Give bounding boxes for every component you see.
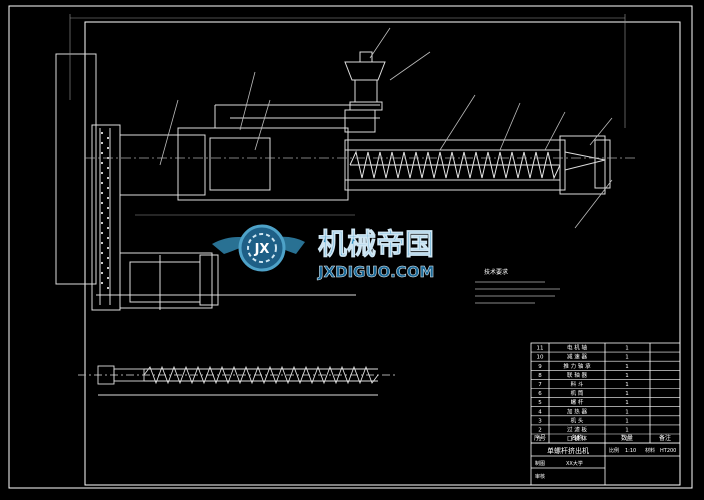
material-value: HT200 bbox=[660, 448, 676, 454]
tech-requirements-title: 技术要求 bbox=[484, 268, 508, 276]
bom-row-qty: 1 bbox=[625, 418, 629, 424]
watermark-brand-cn: 机械帝国 bbox=[318, 227, 434, 261]
bom-row-qty: 1 bbox=[625, 382, 629, 388]
drawing-title: 单螺杆挤出机 bbox=[547, 446, 589, 455]
bom-row-name: 推 力 轴 承 bbox=[563, 362, 591, 370]
logo-letters: JX bbox=[254, 242, 270, 257]
bom-row-name: 减 速 器 bbox=[567, 353, 587, 361]
watermark-brand-en: JXDIGUO.COM bbox=[317, 263, 434, 281]
bom-row-name: 口 模 体 bbox=[567, 435, 587, 443]
watermark-logo: JX bbox=[212, 224, 305, 272]
drawn-by-label: 制图 bbox=[535, 460, 545, 467]
dimension-lines bbox=[69, 14, 626, 216]
bom-row-qty: 1 bbox=[625, 409, 629, 415]
bom-header-name: 名称 bbox=[571, 434, 583, 442]
bom-row-no: 3 bbox=[538, 418, 542, 424]
scale-label: 比例 bbox=[609, 447, 619, 454]
bom-row-name: 联 轴 器 bbox=[567, 371, 587, 379]
bom-row-name: 料 斗 bbox=[571, 380, 584, 388]
bom-row-no: 1 bbox=[538, 437, 542, 443]
bom-row-name: 螺 杆 bbox=[571, 398, 584, 406]
bom-row-no: 9 bbox=[538, 364, 542, 370]
bom-row-no: 7 bbox=[538, 382, 542, 388]
screw-detail-view bbox=[78, 365, 395, 396]
bom-row-name: 过 滤 板 bbox=[567, 426, 587, 434]
bom-row-no: 11 bbox=[537, 346, 544, 352]
bom-row-no: 2 bbox=[538, 428, 542, 434]
bom-row-qty: 1 bbox=[625, 428, 629, 434]
organization: XX大学 bbox=[566, 460, 583, 467]
drawing-frame bbox=[8, 5, 693, 489]
scale-value: 1:10 bbox=[625, 448, 636, 454]
bom-row-qty: 1 bbox=[625, 355, 629, 361]
bom-row-name: 机 头 bbox=[571, 416, 584, 424]
leader-lines bbox=[159, 27, 613, 229]
chain-links bbox=[101, 132, 109, 289]
screw-flights bbox=[349, 150, 561, 180]
bom-header-qty: 数量 bbox=[621, 434, 633, 442]
bom-header-remark: 备注 bbox=[659, 434, 671, 442]
bom-row-name: 机 筒 bbox=[571, 389, 584, 397]
material-label: 材料 bbox=[645, 447, 655, 454]
bom-row-no: 6 bbox=[538, 391, 542, 397]
bom-row-no: 8 bbox=[538, 373, 542, 379]
bom-row-no: 5 bbox=[538, 400, 542, 406]
bom-header-no: 序号 bbox=[534, 434, 546, 442]
bom-row-qty: 1 bbox=[625, 346, 629, 352]
hopper bbox=[344, 51, 386, 111]
bom-row-qty: 1 bbox=[625, 364, 629, 370]
watermark: JX 机械帝国 JXDIGUO.COM bbox=[212, 224, 435, 281]
bom-row-qty: 1 bbox=[625, 373, 629, 379]
bom-row-no: 10 bbox=[537, 355, 544, 361]
bom-row-name: 电 机 轴 bbox=[567, 344, 587, 352]
bom-row-no: 4 bbox=[538, 409, 542, 415]
barrel-assembly bbox=[177, 104, 611, 201]
bom-row-qty: 1 bbox=[625, 391, 629, 397]
bom-row-qty: 1 bbox=[625, 400, 629, 406]
bom-row-qty: 1 bbox=[625, 437, 629, 443]
technical-notes: 技术要求 bbox=[475, 268, 560, 304]
gearbox-housing bbox=[55, 53, 356, 311]
checked-by-label: 审核 bbox=[535, 473, 545, 480]
bom-row-name: 加 热 器 bbox=[567, 407, 587, 415]
